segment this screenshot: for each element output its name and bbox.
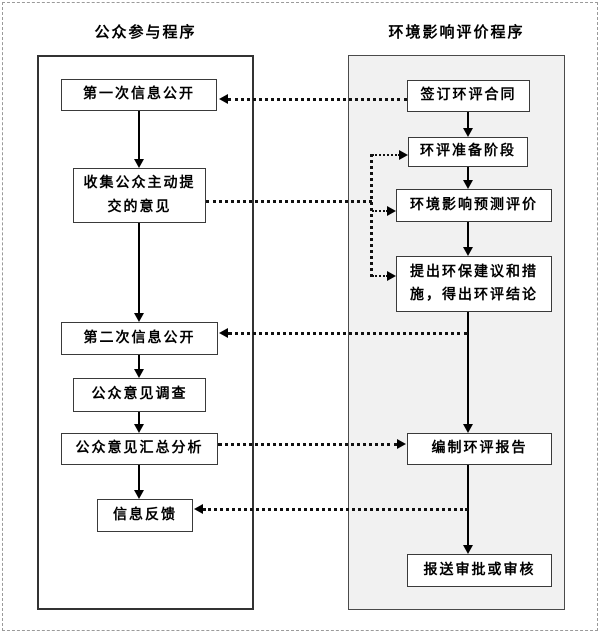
node-public-opinion-survey: 公众意见调查 bbox=[73, 378, 206, 412]
arrowhead-junction-r3 bbox=[387, 206, 396, 216]
dotted-line-junction-r4 bbox=[372, 275, 388, 277]
node-label: 签订环评合同 bbox=[420, 88, 517, 104]
arrowhead-r2-r3 bbox=[463, 180, 473, 189]
arrow-line-l2-l3 bbox=[138, 223, 140, 313]
arrow-line-l1-l2 bbox=[138, 111, 140, 159]
node-label: 第一次信息公开 bbox=[83, 87, 195, 103]
arrow-line-r3-r4 bbox=[467, 222, 469, 247]
arrowhead-l1-l2 bbox=[134, 159, 144, 168]
arrow-line-r5-r6 bbox=[467, 465, 469, 545]
arrowhead-junction-r2 bbox=[399, 150, 408, 160]
arrowhead-r1-l1 bbox=[219, 94, 228, 104]
arrowhead-r5-r6 bbox=[463, 545, 473, 554]
arrow-line-r2-r3 bbox=[467, 167, 469, 180]
node-label: 信息反馈 bbox=[113, 507, 177, 523]
node-label: 第二次信息公开 bbox=[83, 330, 196, 346]
node-first-info-disclosure: 第一次信息公开 bbox=[61, 79, 217, 111]
node-label: 报送审批或审核 bbox=[423, 562, 536, 578]
dotted-line-to-l3 bbox=[228, 332, 468, 335]
dotted-line-r1-l1 bbox=[228, 98, 407, 101]
arrow-line-r4-r5 bbox=[467, 312, 469, 424]
dotted-line-to-l6 bbox=[203, 508, 468, 511]
arrowhead-l3-l4 bbox=[134, 369, 144, 378]
node-label: 公众意见调查 bbox=[91, 387, 188, 403]
arrowhead-l2-l3 bbox=[134, 313, 144, 322]
dotted-line-l2-junction bbox=[206, 200, 372, 203]
node-label: 收集公众主动提交的意见 bbox=[83, 176, 196, 215]
node-eia-preparation: 环评准备阶段 bbox=[408, 137, 528, 167]
node-collect-public-opinions: 收集公众主动提交的意见 bbox=[73, 168, 206, 223]
node-proposals-and-conclusions: 提出环保建议和措施，得出环评结论 bbox=[396, 256, 552, 312]
arrow-line-l4-l5 bbox=[138, 412, 140, 424]
arrowhead-to-l6 bbox=[194, 504, 203, 514]
arrow-line-l3-l4 bbox=[138, 355, 140, 369]
arrowhead-l4-l5 bbox=[134, 424, 144, 433]
node-info-feedback: 信息反馈 bbox=[97, 499, 193, 532]
node-label: 环境影响预测评价 bbox=[410, 197, 538, 213]
arrowhead-l5-l6 bbox=[134, 490, 144, 499]
node-compile-eia-report: 编制环评报告 bbox=[407, 433, 552, 465]
arrowhead-r3-r4 bbox=[463, 247, 473, 256]
arrowhead-junction-r4 bbox=[387, 271, 396, 281]
arrowhead-r4-r5 bbox=[463, 424, 473, 433]
node-label: 提出环保建议和措施，得出环评结论 bbox=[410, 264, 538, 303]
node-sign-eia-contract: 签订环评合同 bbox=[407, 80, 530, 112]
dotted-line-l5-r5 bbox=[218, 443, 398, 446]
dotted-line-junction-r2 bbox=[372, 154, 400, 156]
node-label: 公众意见汇总分析 bbox=[75, 441, 204, 457]
node-opinion-summary-analysis: 公众意见汇总分析 bbox=[61, 433, 218, 465]
arrowhead-l5-r5 bbox=[397, 439, 406, 449]
node-second-info-disclosure: 第二次信息公开 bbox=[61, 322, 218, 355]
arrowhead-r1-r2 bbox=[463, 128, 473, 137]
node-impact-prediction-evaluation: 环境影响预测评价 bbox=[396, 189, 552, 222]
arrowhead-to-l3 bbox=[219, 328, 228, 338]
node-submit-for-approval: 报送审批或审核 bbox=[407, 554, 552, 587]
left-column-title: 公众参与程序 bbox=[94, 24, 197, 41]
node-label: 环评准备阶段 bbox=[420, 144, 516, 160]
arrow-line-r1-r2 bbox=[467, 112, 469, 128]
node-label: 编制环评报告 bbox=[431, 441, 528, 457]
dotted-line-junction-r3 bbox=[372, 210, 388, 212]
right-column-title: 环境影响评价程序 bbox=[388, 24, 525, 41]
arrow-line-l5-l6 bbox=[138, 465, 140, 490]
dotted-junction-vertical bbox=[370, 154, 373, 277]
